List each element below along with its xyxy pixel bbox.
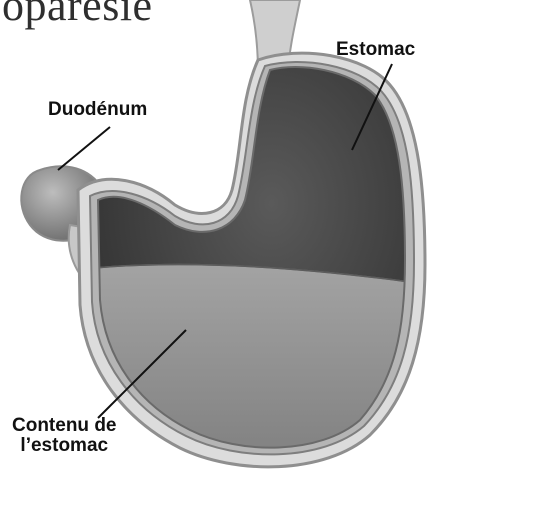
label-duodenum: Duodénum bbox=[48, 100, 147, 120]
duodenum-leader-line bbox=[58, 127, 110, 170]
label-estomac: Estomac bbox=[336, 40, 415, 60]
label-contenu-estomac: Contenu de l’estomac bbox=[12, 416, 117, 456]
stomach-contents bbox=[90, 265, 420, 470]
label-contenu-line1: Contenu de bbox=[12, 416, 117, 436]
label-contenu-line2: l’estomac bbox=[12, 436, 117, 456]
